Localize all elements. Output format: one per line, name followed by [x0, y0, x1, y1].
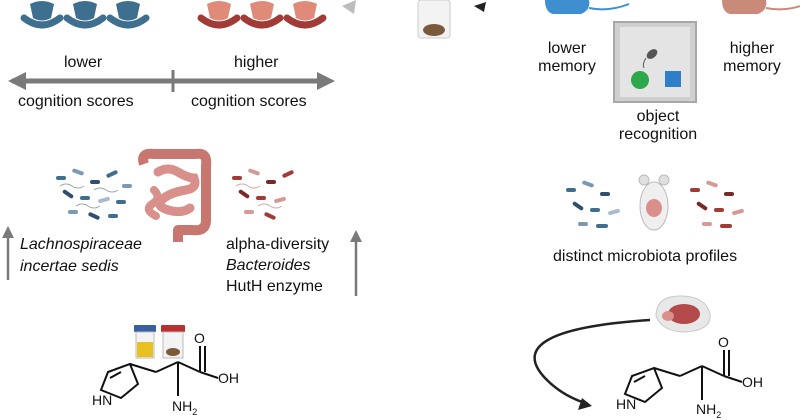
molecule-hn-label-right: HN: [616, 396, 637, 412]
histidine-molecule-right: [623, 350, 743, 404]
molecule-nh2-label: NH2: [172, 398, 198, 417]
human-icon: [20, 1, 64, 29]
molecule-oh-label-right: OH: [742, 374, 763, 390]
cognition-scores-high-label: cognition scores: [191, 93, 307, 110]
object-recognition-arena-icon: [613, 21, 697, 103]
bacteroides-label: Bacteroides: [226, 257, 311, 274]
cognition-axis: [8, 70, 335, 92]
arrow-left-icon: [8, 72, 26, 90]
urine-cup-icon: [134, 325, 156, 359]
histidine-molecule-left: [99, 346, 219, 400]
molecule-nh2-label-right: NH2: [696, 401, 722, 420]
brain-icon: [655, 295, 711, 333]
human-icon: [240, 1, 284, 29]
bacteria-icon: [232, 168, 294, 220]
arrow-up-icon-left: [2, 226, 14, 280]
object-recognition-label: object recognition: [618, 108, 698, 143]
mouse-icon: [638, 174, 670, 231]
human-icon-group-higher: [197, 1, 327, 29]
higher-memory-label: higher memory: [723, 40, 781, 75]
bacteria-icon: [690, 180, 744, 228]
molecule-oh-label: OH: [218, 370, 239, 386]
arrow-icon: [342, 0, 356, 14]
higher-label: higher: [234, 54, 279, 71]
distinct-microbiota-profiles-label: distinct microbiota profiles: [553, 248, 738, 265]
arrow-up-icon-right: [350, 230, 362, 296]
curved-arrow: [533, 318, 651, 406]
molecule-hn-label: HN: [92, 392, 113, 408]
taxa-lachnospiraceae-label: Lachnospiraceae: [20, 236, 142, 253]
arrow-right-icon: [317, 72, 335, 90]
mouse-icon: [545, 0, 630, 14]
molecule-o-label-right: O: [718, 334, 729, 350]
molecule-o-label: O: [194, 330, 205, 346]
cognition-scores-low-label: cognition scores: [18, 93, 134, 110]
taxa-incertae-sedis-label: incertae sedis: [20, 258, 119, 275]
human-icon: [197, 1, 241, 29]
human-icon: [106, 1, 150, 29]
alpha-diversity-label: alpha-diversity: [226, 236, 330, 253]
lower-memory-label: lower memory: [538, 40, 596, 75]
arrow-head-icon: [578, 398, 592, 410]
gut-icon: [138, 148, 212, 242]
human-icon: [283, 1, 327, 29]
bacteria-icon: [566, 180, 620, 228]
stool-container-icon: [161, 325, 185, 359]
mouse-icon: [722, 0, 800, 14]
arrow-icon: [474, 2, 486, 12]
bacteria-icon: [56, 168, 132, 220]
lower-label: lower: [64, 54, 103, 71]
huth-enzyme-label: HutH enzyme: [226, 278, 323, 295]
human-icon: [63, 1, 107, 29]
human-icon-group-lower: [20, 1, 150, 29]
stool-container-icon: [417, 0, 451, 39]
